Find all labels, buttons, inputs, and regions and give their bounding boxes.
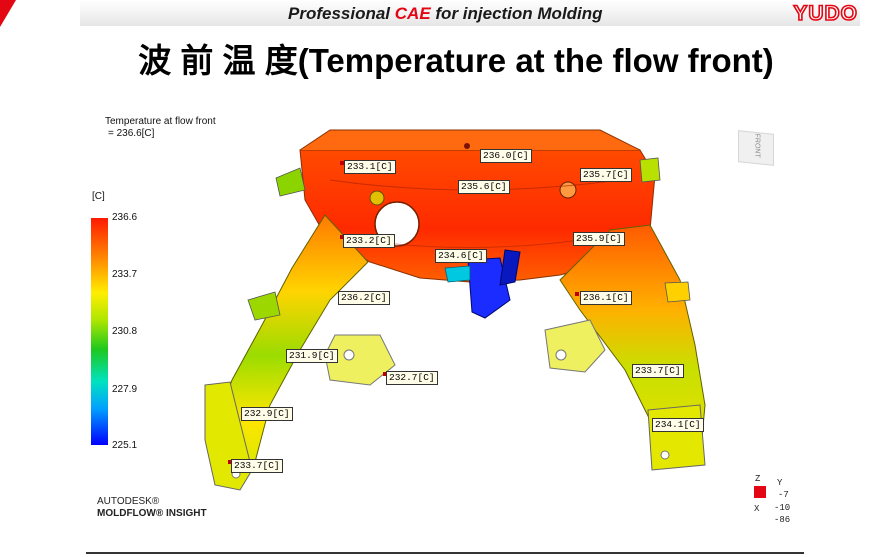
- probe-label: 234.1[C]: [652, 418, 704, 432]
- probe-label: 235.7[C]: [580, 168, 632, 182]
- red-corner-accent: [0, 0, 16, 27]
- axis-x-label: X: [754, 504, 760, 514]
- moldflow-logo: AUTODESK® MOLDFLOW® INSIGHT: [97, 496, 207, 520]
- probe-label: 233.2[C]: [343, 234, 395, 248]
- probe-label: 232.7[C]: [386, 371, 438, 385]
- header-title: Professional CAE for injection Molding: [288, 4, 603, 23]
- probe-marker: [228, 460, 232, 464]
- brand-logo: YUDO: [793, 1, 858, 26]
- probe-label: 233.7[C]: [632, 364, 684, 378]
- probe-label: 236.2[C]: [338, 291, 390, 305]
- axis-z-label: Z: [755, 474, 761, 484]
- probe-label: 231.9[C]: [286, 349, 338, 363]
- plot-title: Temperature at flow front = 236.6[C]: [105, 116, 216, 140]
- colorbar-tick: 236.6: [112, 212, 138, 223]
- moldflow-logo-line2: MOLDFLOW® INSIGHT: [97, 508, 207, 519]
- header-gradient-band: [80, 0, 860, 26]
- colorbar-tick: 230.8: [112, 326, 138, 337]
- view-cube-label: FRONT: [753, 133, 761, 159]
- probe-label: 233.7[C]: [231, 459, 283, 473]
- header-title-cae: CAE: [394, 4, 431, 23]
- plot-title-value: = 236.6[C]: [108, 128, 155, 139]
- probe-label: 232.9[C]: [241, 407, 293, 421]
- probe-label: 236.0[C]: [480, 149, 532, 163]
- footer-divider: [86, 552, 804, 554]
- slide-title: 波 前 温 度(Temperature at the flow front): [138, 42, 774, 79]
- view-cube[interactable]: FRONT: [738, 130, 774, 166]
- header-band: Professional CAE for injection Molding Y…: [0, 0, 872, 27]
- probe-label: 236.1[C]: [580, 291, 632, 305]
- colorbar-tick: 233.7: [112, 269, 138, 280]
- colorbar-tick: 225.1: [112, 440, 138, 451]
- probe-marker: [340, 161, 344, 165]
- probe-marker: [383, 372, 387, 376]
- probe-marker: [575, 292, 579, 296]
- axis-triad: Z Y X -7 -10 -86: [748, 474, 798, 528]
- axis-value: -86: [774, 515, 791, 525]
- axis-triad-icon: [754, 486, 766, 498]
- colorbar-tick: 227.9: [112, 384, 138, 395]
- colorbar-unit: [C]: [92, 191, 105, 202]
- moldflow-logo-line1: AUTODESK®: [97, 496, 160, 507]
- probe-marker: [340, 235, 344, 239]
- probe-label: 235.9[C]: [573, 232, 625, 246]
- probe-label: 235.6[C]: [458, 180, 510, 194]
- plot-title-line1: Temperature at flow front: [105, 116, 216, 127]
- probe-label: 233.1[C]: [344, 160, 396, 174]
- probe-label: 234.6[C]: [435, 249, 487, 263]
- axis-value: -10: [774, 503, 791, 513]
- colorbar: [91, 218, 108, 445]
- axis-value: -7: [778, 490, 789, 500]
- axis-y-label: Y: [777, 478, 783, 488]
